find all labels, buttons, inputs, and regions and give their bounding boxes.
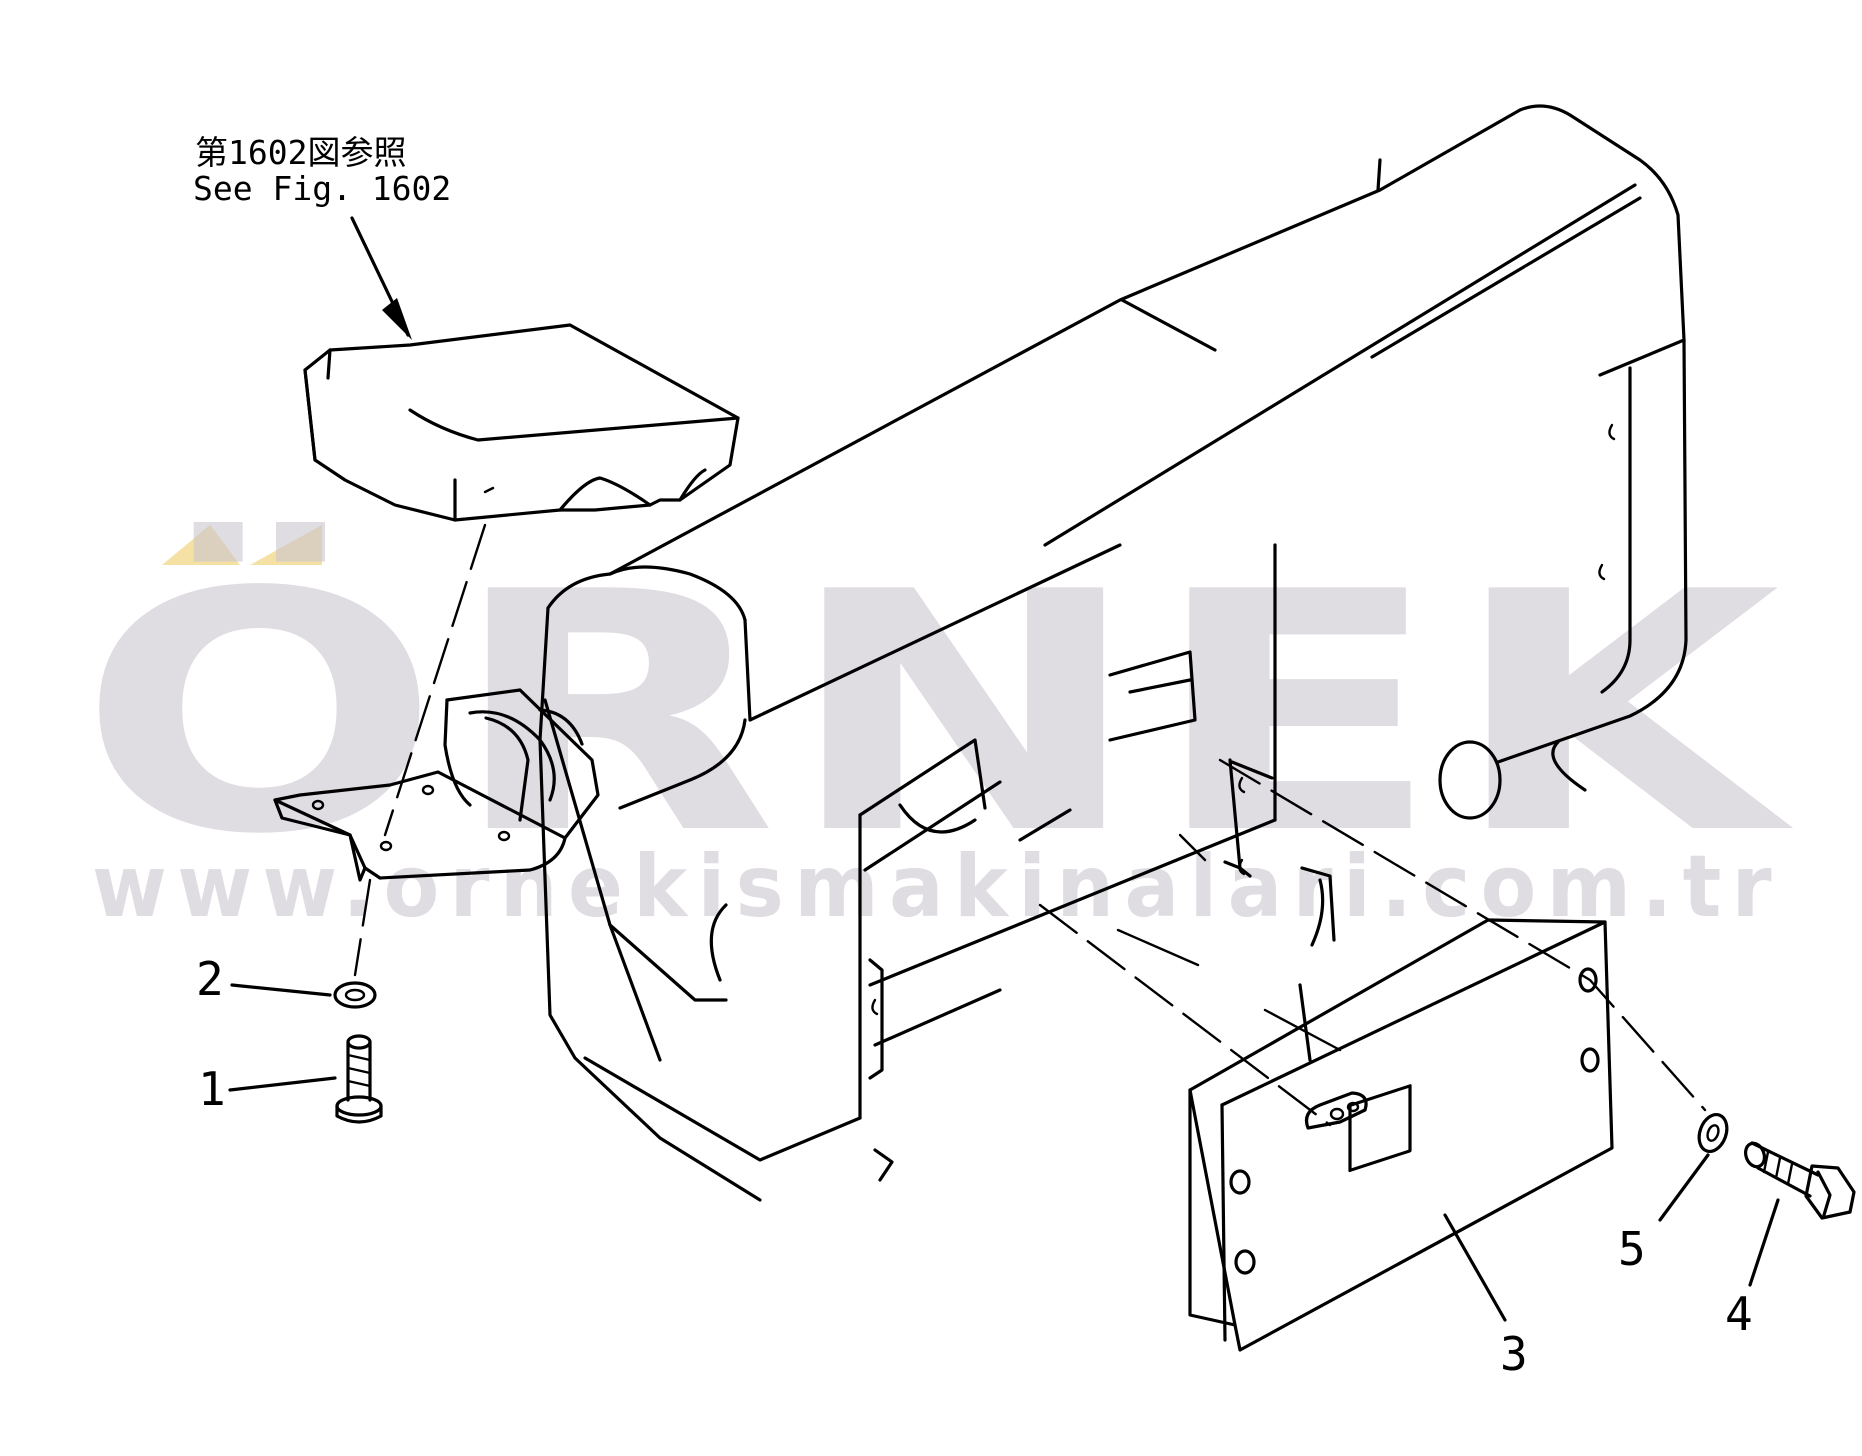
callout-1: 1 bbox=[198, 1062, 337, 1116]
washer-part-5 bbox=[1697, 1113, 1729, 1153]
watermark-brand: ÖRNEK bbox=[78, 519, 1796, 906]
callout-label-5: 5 bbox=[1618, 1222, 1646, 1276]
figure-reference: 第1602図参照 See Fig. 1602 bbox=[193, 133, 451, 340]
callout-2: 2 bbox=[196, 952, 332, 1006]
callout-3: 3 bbox=[1443, 1213, 1528, 1381]
reference-arrowhead bbox=[382, 298, 412, 340]
main-frame bbox=[538, 104, 1688, 1202]
reference-japanese: 第1602図参照 bbox=[195, 133, 406, 172]
armrest-bracket bbox=[273, 688, 600, 882]
callout-5: 5 bbox=[1618, 1153, 1710, 1276]
assembly-lines bbox=[353, 523, 1707, 1127]
watermark-accent-left bbox=[162, 525, 240, 565]
callout-label-1: 1 bbox=[198, 1062, 226, 1116]
watermark: ÖRNEK www.ornekismakinalari.com.tr bbox=[78, 519, 1796, 937]
bolt-part-4 bbox=[1743, 1141, 1856, 1220]
watermark-accent-right bbox=[250, 525, 322, 565]
seat-cushion bbox=[303, 323, 740, 522]
cover-plate bbox=[1188, 918, 1614, 1352]
reference-english: See Fig. 1602 bbox=[193, 169, 451, 208]
callout-4: 4 bbox=[1725, 1198, 1780, 1341]
callout-label-4: 4 bbox=[1725, 1287, 1753, 1341]
washer-part-2 bbox=[333, 981, 377, 1009]
bolt-part-1 bbox=[335, 1034, 383, 1124]
callout-label-3: 3 bbox=[1500, 1327, 1528, 1381]
callout-label-2: 2 bbox=[196, 952, 224, 1006]
